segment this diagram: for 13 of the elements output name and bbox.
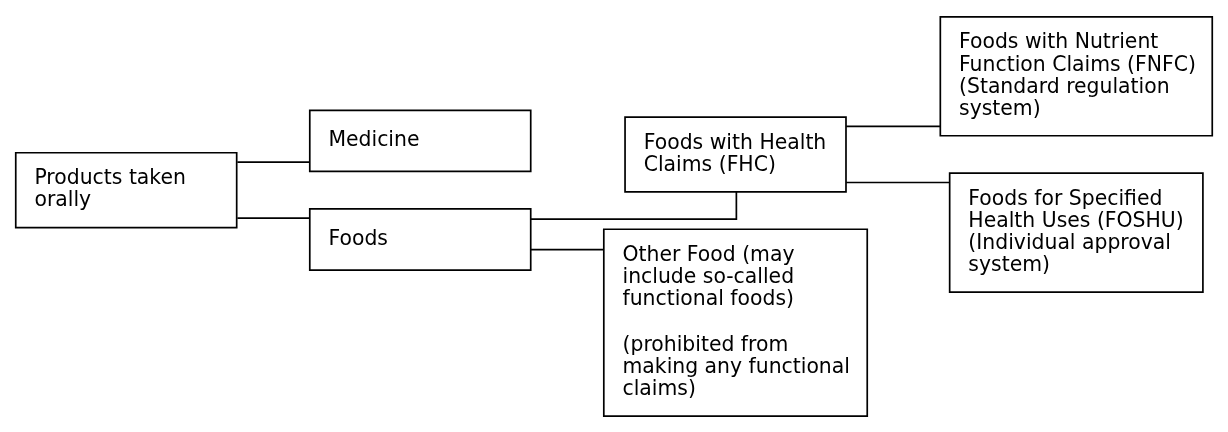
node-box: Products taken orally bbox=[14, 151, 238, 228]
node-box: Foods with Health Claims (FHC) bbox=[624, 115, 847, 193]
connector bbox=[529, 190, 738, 220]
connector bbox=[845, 125, 941, 127]
connector bbox=[236, 160, 311, 163]
connector bbox=[530, 248, 605, 250]
connector bbox=[845, 181, 951, 183]
node-box: Foods bbox=[308, 207, 532, 271]
node-box: Foods for Specified Health Uses (FOSHU) (Individual approval system) bbox=[948, 171, 1204, 293]
node-box: Foods with Nutrient Function Claims (FNFC) (Standard regulation system) bbox=[939, 15, 1214, 137]
connector bbox=[236, 216, 311, 219]
node-box: Other Food (may include so-called functional foods) (prohibited from making any functional claims) bbox=[602, 227, 869, 417]
node-box: Medicine bbox=[308, 108, 532, 172]
